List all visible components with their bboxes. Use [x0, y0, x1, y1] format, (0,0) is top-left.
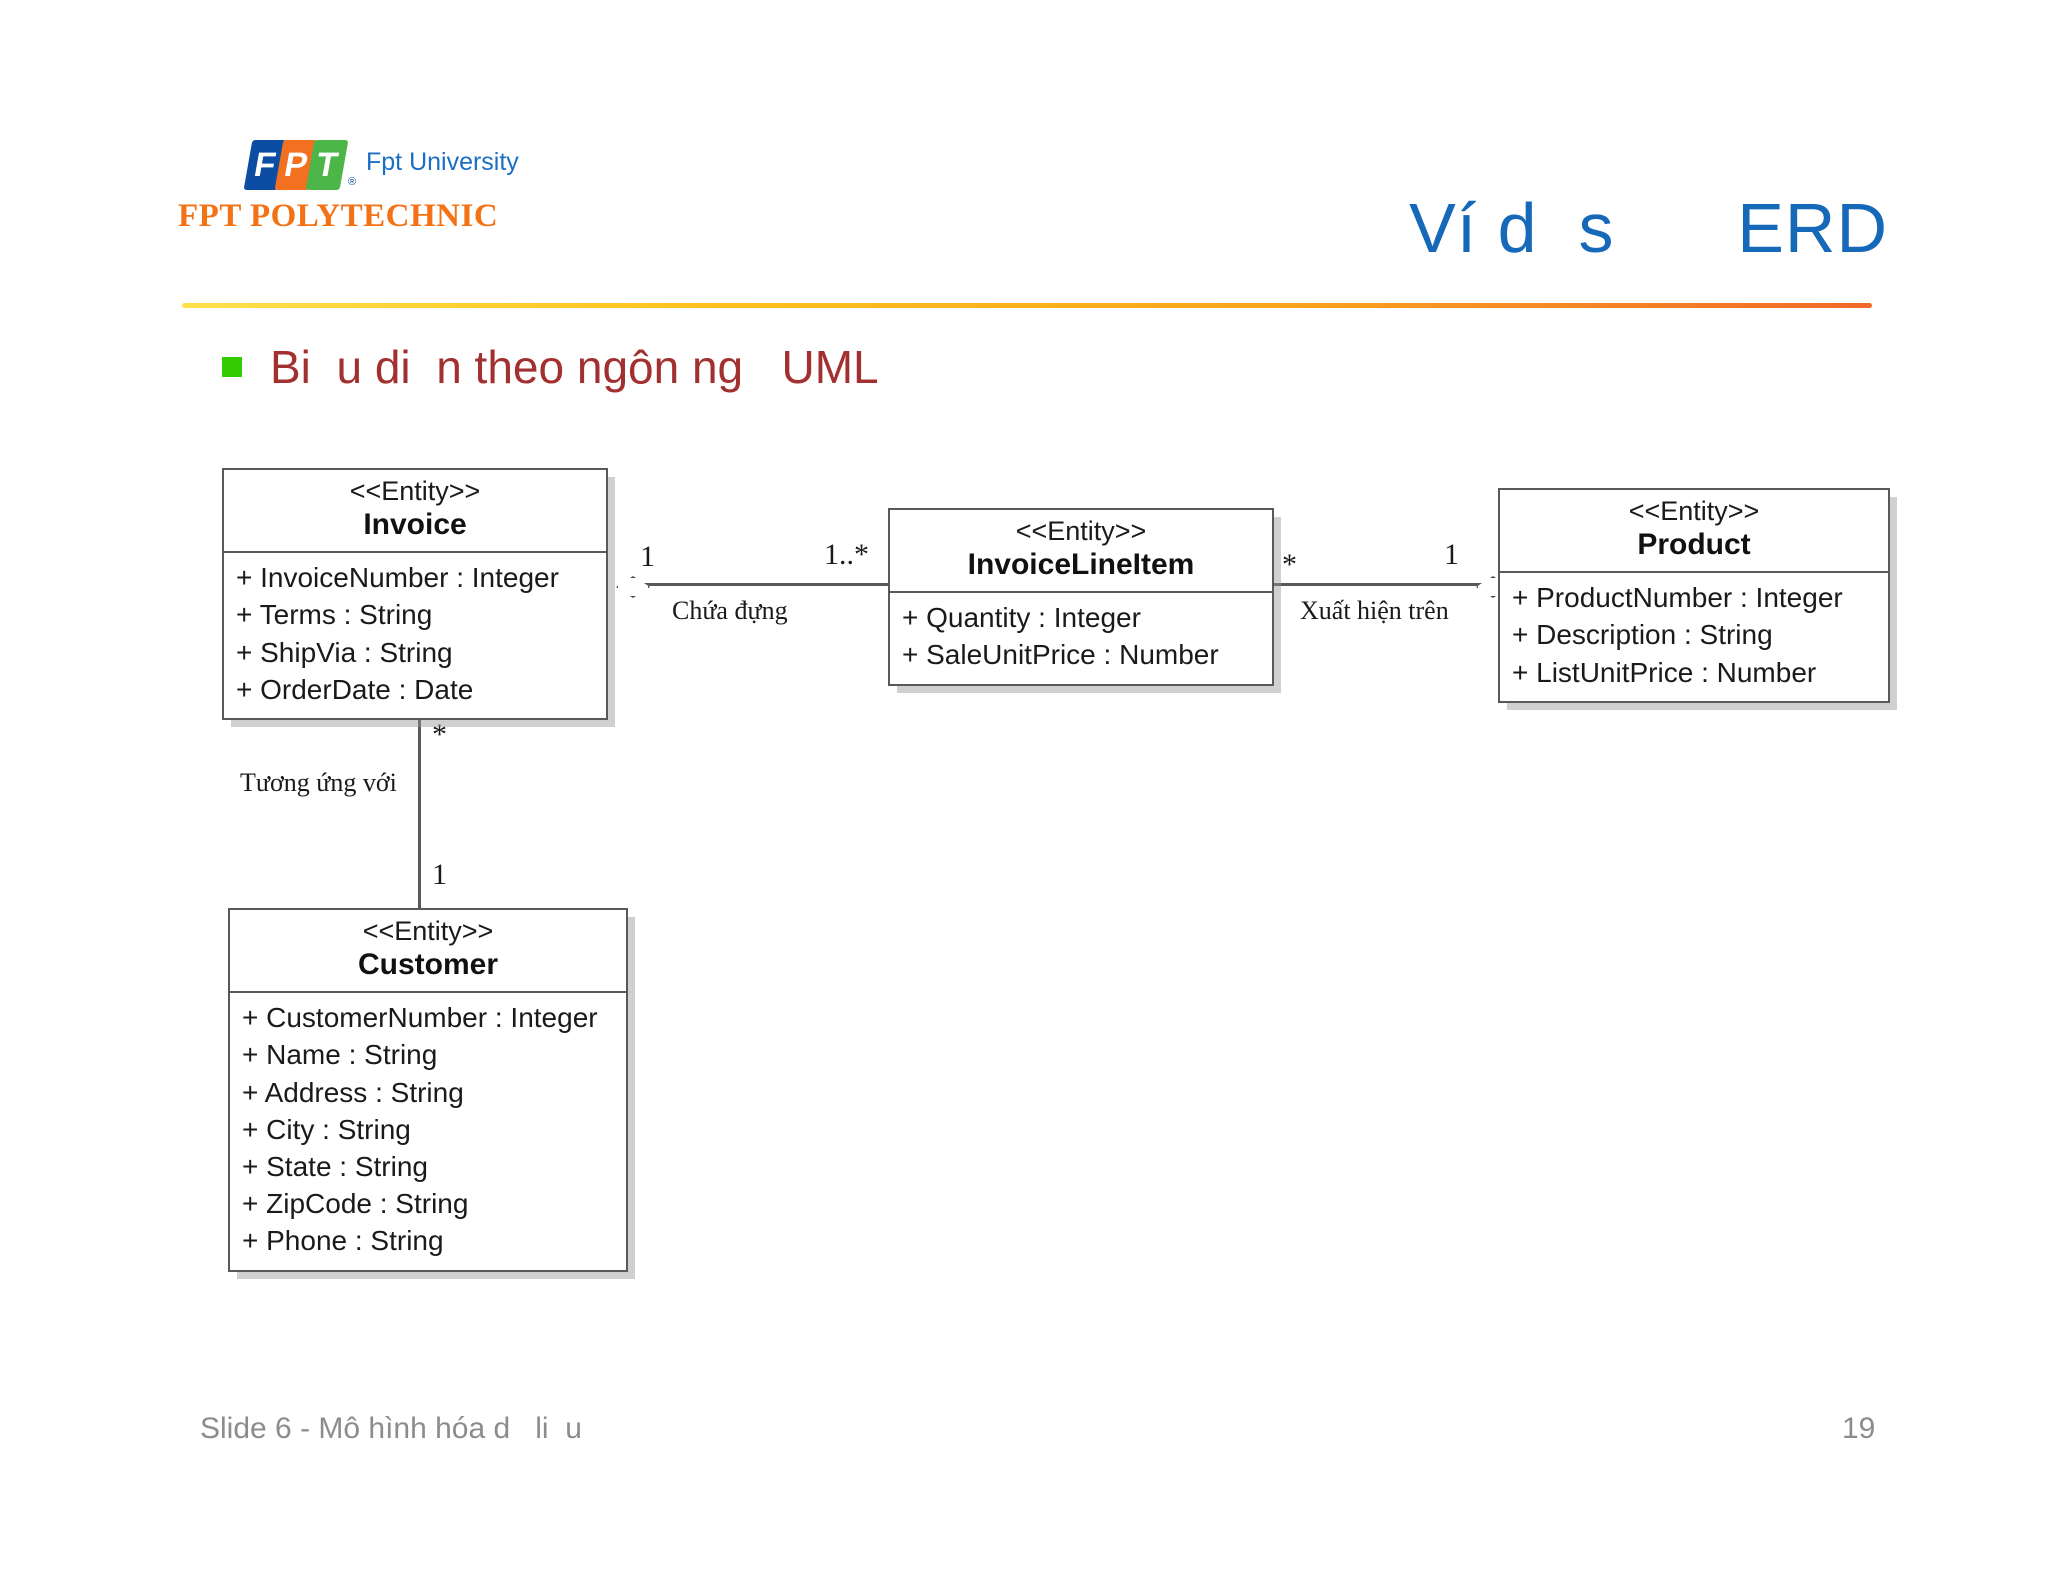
bullet-line: Bi u di n theo ngôn ng UML — [222, 340, 879, 394]
page-title: Ví d s ERD — [1409, 189, 1888, 267]
attribute-row: + ZipCode : String — [242, 1188, 469, 1220]
entity-name-product: Product — [1637, 528, 1751, 562]
attribute-row: + ListUnitPrice : Number — [1512, 656, 1817, 688]
attribute-row: + OrderDate : Date — [236, 673, 474, 705]
square-bullet-icon — [222, 357, 242, 377]
attribute-row: + ProductNumber : Integer — [1512, 582, 1843, 614]
attribute-row: + Description : String — [1512, 619, 1773, 651]
multiplicity-lineitem-product-side: * — [1282, 548, 1297, 581]
bullet-label: Bi u di n theo ngôn ng UML — [270, 341, 879, 393]
entity-box-invoice[interactable]: <<Entity>> Invoice + InvoiceNumber : Int… — [222, 468, 608, 720]
attribute-row: + Address : String — [242, 1076, 464, 1108]
fpt-logo-mark: F P T ® — [243, 140, 358, 192]
entity-stereotype: <<Entity>> — [1628, 496, 1760, 526]
attribute-row: + InvoiceNumber : Integer — [236, 562, 559, 594]
attribute-row: + ShipVia : String — [236, 636, 453, 668]
fpt-university-text: Fpt University — [366, 148, 519, 176]
multiplicity-lineitem-side: 1..* — [824, 538, 869, 571]
registered-trademark-icon: ® — [348, 176, 357, 188]
attribute-row: + City : String — [242, 1113, 411, 1145]
entity-name-invoice: Invoice — [363, 508, 467, 542]
entity-stereotype: <<Entity>> — [349, 476, 481, 506]
association-label-tuong-ung-voi: Tương ứng với — [240, 768, 397, 797]
attribute-row: + Phone : String — [242, 1225, 444, 1257]
title-divider — [182, 303, 1872, 308]
entity-box-invoicelineitem[interactable]: <<Entity>> InvoiceLineItem + Quantity : … — [888, 508, 1274, 686]
page-number: 19 — [1842, 1412, 1876, 1445]
multiplicity-invoice-side: 1 — [640, 540, 655, 573]
entity-header-invoice: <<Entity>> Invoice — [224, 470, 606, 554]
multiplicity-invoice-customer-top: * — [432, 718, 447, 751]
entity-attributes-invoice: + InvoiceNumber : Integer + Terms : Stri… — [224, 553, 606, 718]
entity-name-invoicelineitem: InvoiceLineItem — [967, 548, 1195, 582]
entity-header-invoicelineitem: <<Entity>> InvoiceLineItem — [890, 510, 1272, 594]
entity-header-customer: <<Entity>> Customer — [230, 910, 626, 994]
multiplicity-product-side: 1 — [1444, 538, 1459, 571]
multiplicity-customer-side: 1 — [432, 858, 447, 891]
attribute-row: + State : String — [242, 1150, 428, 1182]
association-line-lineitem-product — [1268, 583, 1490, 586]
entity-header-product: <<Entity>> Product — [1500, 490, 1888, 574]
aggregation-diamond-invoice — [616, 576, 650, 598]
entity-name-customer: Customer — [357, 948, 499, 982]
association-label-chua-dung: Chứa đựng — [672, 596, 788, 625]
association-line-invoice-customer — [418, 700, 421, 908]
entity-attributes-product: + ProductNumber : Integer + Description … — [1500, 573, 1888, 701]
footer-slide-label: Slide 6 - Mô hình hóa d li u — [200, 1412, 582, 1445]
fpt-polytechnic-text: FPT POLYTECHNIC — [178, 198, 499, 234]
entity-attributes-invoicelineitem: + Quantity : Integer + SaleUnitPrice : N… — [890, 593, 1272, 683]
attribute-row: + Name : String — [242, 1039, 438, 1071]
association-label-xuat-hien-tren: Xuất hiện trên — [1300, 596, 1449, 625]
attribute-row: + Terms : String — [236, 599, 433, 631]
entity-attributes-customer: + CustomerNumber : Integer + Name : Stri… — [230, 993, 626, 1270]
entity-stereotype: <<Entity>> — [1015, 516, 1147, 546]
attribute-row: + CustomerNumber : Integer — [242, 1002, 598, 1034]
entity-box-customer[interactable]: <<Entity>> Customer + CustomerNumber : I… — [228, 908, 628, 1272]
attribute-row: + Quantity : Integer — [902, 602, 1141, 634]
association-line-invoice-lineitem — [630, 583, 890, 586]
attribute-row: + SaleUnitPrice : Number — [902, 639, 1219, 671]
fpt-logo: F P T ® Fpt University FPT POLYTECHNIC — [178, 140, 608, 260]
entity-stereotype: <<Entity>> — [362, 916, 494, 946]
entity-box-product[interactable]: <<Entity>> Product + ProductNumber : Int… — [1498, 488, 1890, 703]
